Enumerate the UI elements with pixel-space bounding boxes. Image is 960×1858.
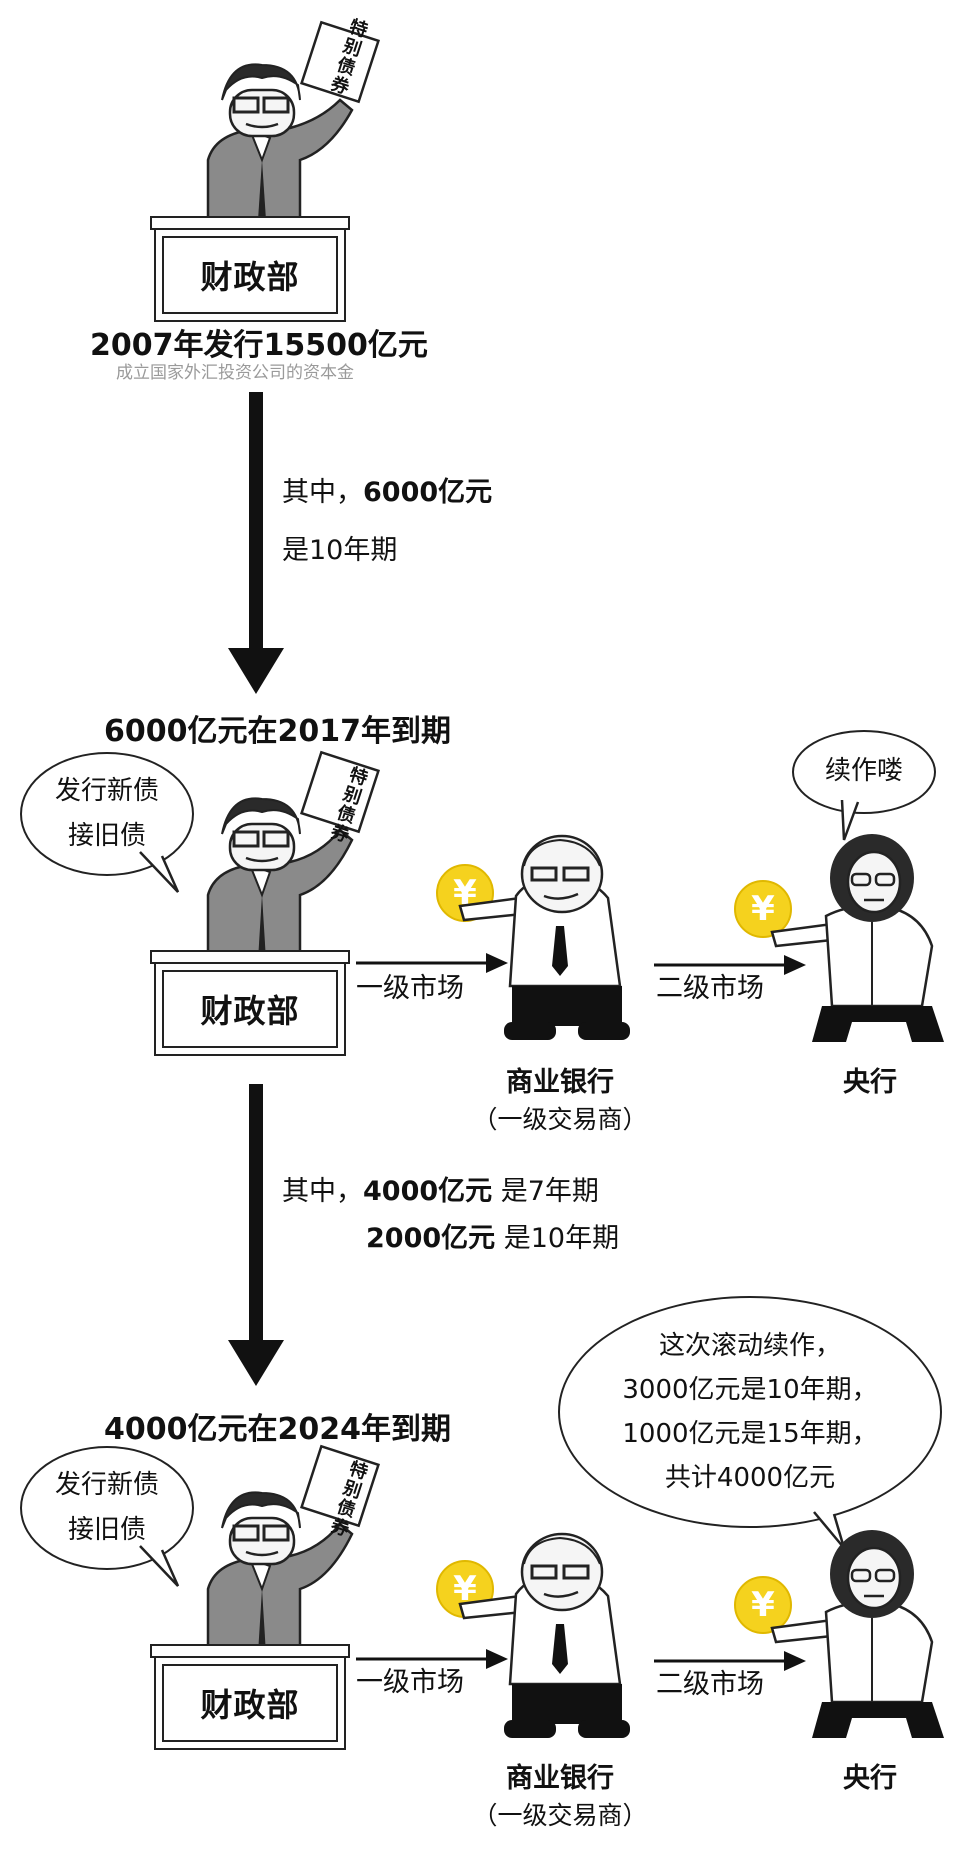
down-arrow-1 [228,392,284,694]
bubble-line: 发行新债 [54,775,159,806]
section1-note-line1: 其中，6000亿元 [282,475,492,511]
down-arrow-2 [228,1084,284,1386]
speech-bubble-finance-3: 发行新债 接旧债 [20,1446,194,1570]
note-amount-2a: 4000亿元 [363,1176,493,1207]
primary-market-arrow-3 [356,1649,508,1669]
section2-note-line2: 2000亿元 是10年期 [366,1221,619,1257]
commercial-bank-figure-3 [458,1532,630,1738]
bubble-line: 共计4000亿元 [664,1463,836,1494]
bubble-line: 这次滚动续作， [658,1330,841,1361]
finance-official-figure-2 [206,750,380,962]
bubble-tail [840,799,860,841]
note-term-2a: 是7年期 [500,1176,599,1207]
bubble-line: 1000亿元是15年期， [622,1419,878,1449]
commercial-bank-figure-2 [458,834,630,1040]
podium-2: 财政部 [154,962,346,1056]
secondary-market-label-2: 二级市场 [656,973,764,1004]
note-amount-2b: 2000亿元 [366,1223,496,1254]
bubble-tail [139,851,180,893]
agency-label-3: 财政部 [200,1686,300,1724]
section1-note-line2: 是10年期 [282,535,398,566]
bank-role-2: （一级交易商） [472,1105,648,1134]
podium-1: 财政部 [154,228,346,322]
finance-official-figure-3 [206,1444,380,1656]
central-bank-figure-3 [770,1530,944,1738]
primary-market-label-2: 一级市场 [356,973,464,1004]
speech-bubble-central-bank-3: 这次滚动续作， 3000亿元是10年期， 1000亿元是15年期， 共计4000… [558,1296,942,1528]
central-bank-name-2: 央行 [843,1067,897,1098]
section2-title: 6000亿元在2017年到期 [104,714,451,749]
note-term-2b: 是10年期 [503,1223,620,1254]
secondary-market-arrow-2 [654,955,806,975]
bank-role-3: （一级交易商） [472,1801,648,1830]
bank-name-2: 商业银行 [506,1067,614,1098]
note-prefix-1: 其中， [282,477,363,508]
yuan-coin-icon: ¥ [734,880,792,938]
secondary-market-arrow-3 [654,1651,806,1671]
speech-bubble-finance-2: 发行新债 接旧债 [20,752,194,876]
bubble-line: 发行新债 [54,1469,159,1500]
yuan-coin-icon: ¥ [734,1576,792,1634]
central-bank-name-3: 央行 [843,1763,897,1794]
note-prefix-2: 其中， [282,1176,363,1207]
bubble-line: 接旧债 [67,1515,146,1545]
primary-market-label-3: 一级市场 [356,1667,464,1698]
bubble-tail [139,1545,180,1587]
bubble-line: 续作喽 [824,756,903,787]
primary-market-arrow-2 [356,953,508,973]
section2-note-line1: 其中，4000亿元 是7年期 [282,1174,599,1210]
section3-title: 4000亿元在2024年到期 [104,1412,451,1447]
note-amount-1: 6000亿元 [363,477,493,508]
speech-bubble-central-bank-2: 续作喽 [792,730,936,814]
finance-official-figure-1 [206,20,380,222]
bubble-line: 接旧债 [67,821,146,851]
podium-3: 财政部 [154,1656,346,1750]
agency-label-1: 财政部 [200,258,300,296]
agency-label-2: 财政部 [200,992,300,1030]
section1-title: 2007年发行15500亿元 [90,328,428,363]
central-bank-figure-2 [770,834,944,1042]
section1-subtitle: 成立国家外汇投资公司的资本金 [116,363,354,383]
secondary-market-label-3: 二级市场 [656,1669,764,1700]
bubble-line: 3000亿元是10年期， [622,1374,878,1405]
bank-name-3: 商业银行 [506,1763,614,1794]
